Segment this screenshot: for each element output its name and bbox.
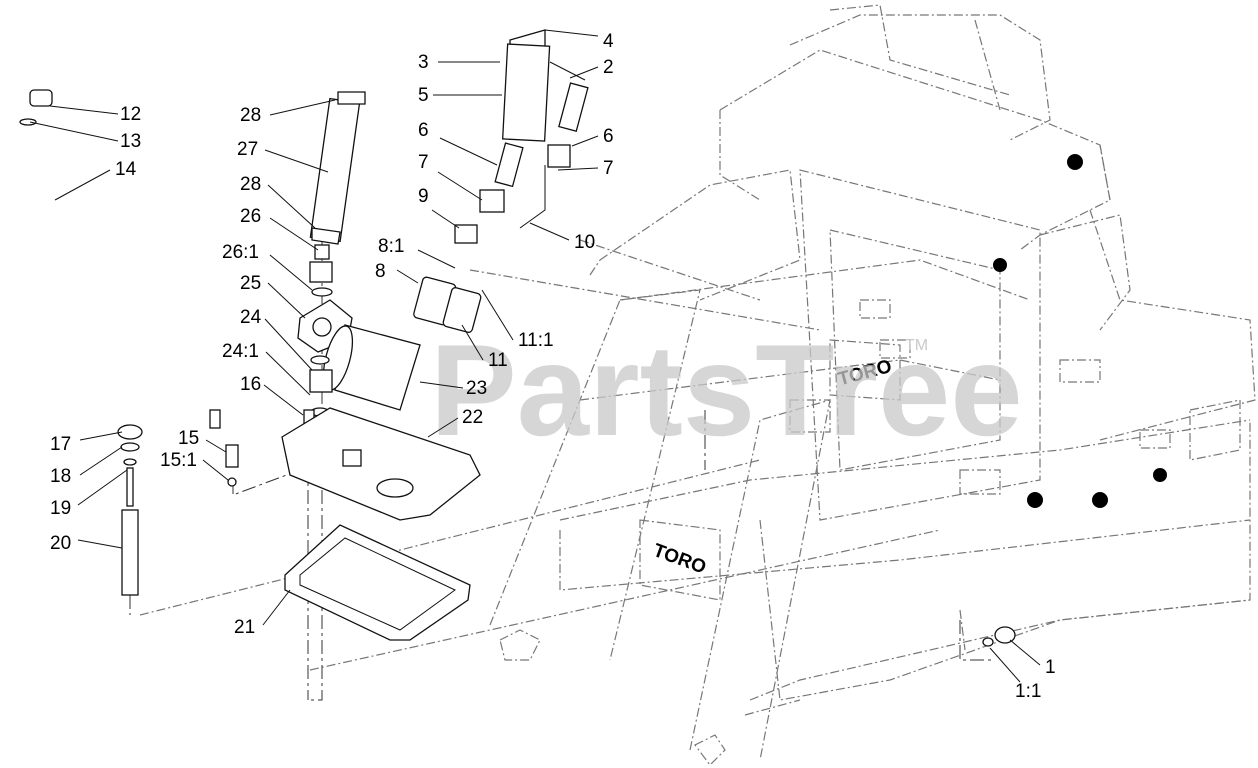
part-handle-4-5 — [501, 29, 589, 142]
callout-3: 3 — [418, 52, 429, 73]
callout-labels: 4 3 2 5 6 6 7 7 9 10 8:1 8 11:1 11 12 13… — [50, 31, 1056, 702]
callout-7-right: 7 — [603, 158, 614, 179]
part-couplers-8-11 — [413, 276, 482, 333]
callout-26-1: 26:1 — [222, 242, 259, 263]
watermark-tm: TM — [905, 337, 928, 354]
callout-5: 5 — [418, 85, 429, 106]
callout-6-left: 6 — [418, 120, 429, 141]
callout-28-bottom: 28 — [240, 174, 261, 195]
callout-2: 2 — [603, 57, 614, 78]
part-hydraulic-tube-14 — [16, 124, 217, 411]
callout-18: 18 — [50, 466, 71, 487]
callout-13: 13 — [120, 131, 141, 152]
callout-15: 15 — [178, 428, 199, 449]
part-tube-27 — [309, 91, 366, 245]
callout-22: 22 — [462, 407, 483, 428]
part-fitting-26 — [309, 244, 333, 297]
machine-frame — [139, 4, 1256, 766]
callout-16: 16 — [240, 374, 261, 395]
callout-21: 21 — [234, 617, 255, 638]
callout-24-1: 24:1 — [222, 341, 259, 362]
callout-15-1: 15:1 — [160, 450, 197, 471]
callout-11: 11 — [488, 350, 508, 371]
callout-25: 25 — [240, 273, 261, 294]
part-fitting-24 — [303, 355, 333, 425]
part-dipstick-tube-20 — [117, 424, 143, 596]
part-plug-1 — [982, 626, 1016, 647]
part-fitting-15 — [209, 409, 239, 487]
callout-1: 1 — [1045, 657, 1056, 678]
watermark-text: PartsTree — [430, 317, 1023, 463]
frame-logo-lower: TORO — [650, 540, 708, 578]
callout-20: 20 — [50, 533, 71, 554]
callout-27: 27 — [237, 139, 258, 160]
part-couplers-6-7 — [454, 142, 571, 244]
callout-24: 24 — [240, 307, 262, 328]
callout-19: 19 — [50, 498, 71, 519]
callout-1-1: 1:1 — [1015, 681, 1041, 702]
callout-4: 4 — [603, 31, 614, 52]
callout-8: 8 — [375, 261, 386, 282]
part-gasket-21 — [284, 524, 471, 641]
callout-8-1: 8:1 — [378, 236, 404, 257]
leader-lines — [29, 29, 1041, 683]
callout-9: 9 — [418, 186, 429, 207]
callout-10: 10 — [574, 232, 595, 253]
callout-12: 12 — [120, 104, 141, 125]
callout-6-right: 6 — [603, 126, 614, 147]
callout-11-1: 11:1 — [518, 330, 554, 351]
callout-26: 26 — [240, 206, 261, 227]
callout-7-left: 7 — [418, 152, 429, 173]
callout-17: 17 — [50, 434, 71, 455]
callout-23: 23 — [466, 378, 487, 399]
callout-14: 14 — [115, 159, 137, 180]
part-cap-12 — [19, 89, 53, 126]
part-plate-22 — [281, 407, 481, 521]
callout-28-top: 28 — [240, 105, 261, 126]
